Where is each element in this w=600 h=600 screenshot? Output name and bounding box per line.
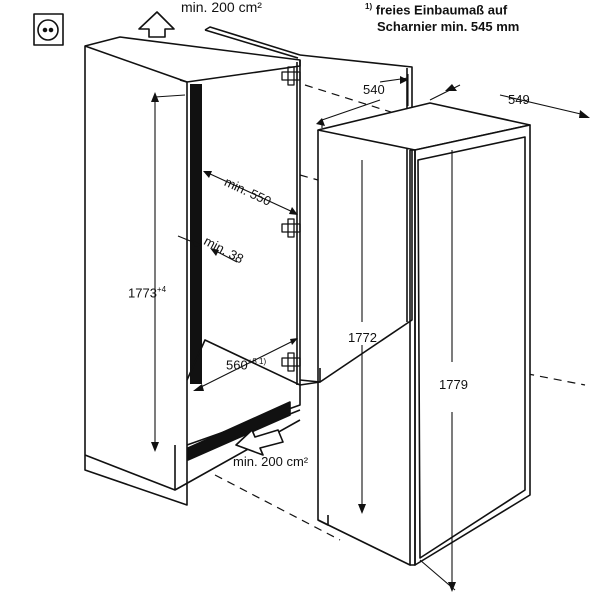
- niche-width-label: 560+8 1): [226, 357, 267, 373]
- door-width-label: 540: [363, 82, 385, 97]
- top-vent-label: min. 200 cm²: [181, 0, 262, 15]
- niche-height-value: 1773: [128, 285, 157, 301]
- footnote-line2: Scharnier min. 545 mm: [377, 19, 520, 34]
- airflow-up-arrow-icon: [138, 11, 175, 38]
- niche-height-tolerance: +4: [156, 285, 167, 294]
- footnote-marker: 1): [365, 2, 373, 11]
- appliance: [317, 102, 531, 566]
- niche-height-label: 1773+4: [128, 285, 167, 301]
- appliance-body-height-label: 1772: [348, 330, 377, 345]
- niche-width-value: 560: [226, 357, 248, 373]
- niche-width-tolerance: +8 1): [247, 357, 267, 366]
- hinge-icon: [281, 66, 301, 372]
- appliance-depth-label: 549: [508, 92, 530, 107]
- airflow-in-arrow-icon: [235, 429, 284, 456]
- footnote-text-1: freies Einbaumaß auf: [375, 2, 508, 18]
- appliance-total-height-label: 1779: [439, 377, 468, 392]
- power-socket-icon: [33, 13, 64, 46]
- bottom-vent-label: min. 200 cm²: [233, 454, 309, 469]
- footnote-line1: 1) freies Einbaumaß auf: [365, 2, 508, 18]
